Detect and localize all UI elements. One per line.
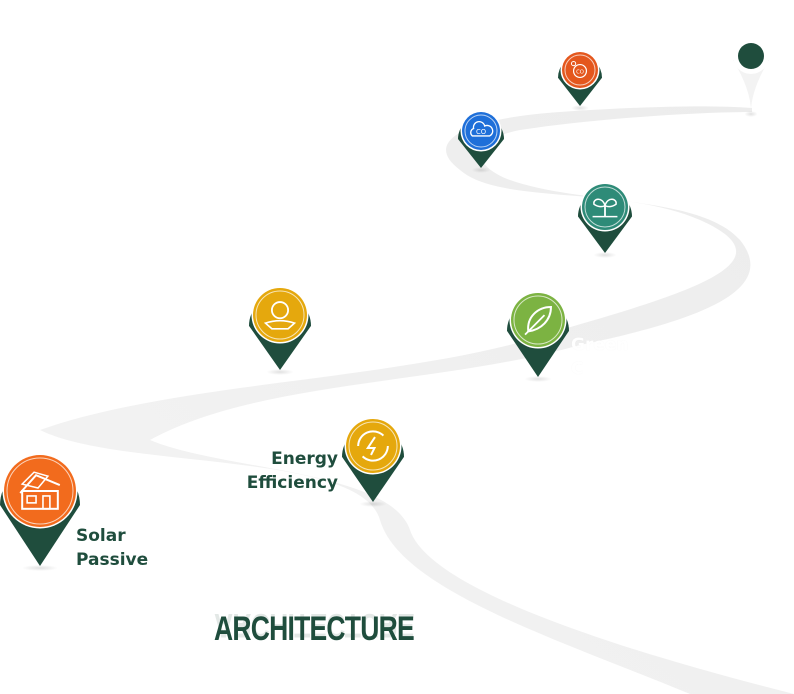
co2-cloud-icon: CO	[470, 120, 494, 137]
pin-energy[interactable]	[342, 417, 404, 508]
pin-end[interactable]	[733, 38, 769, 117]
label-solar-passive: Solar Passive	[76, 526, 149, 570]
road	[40, 106, 794, 694]
pin-finance[interactable]	[249, 286, 311, 376]
house-solar-icon	[19, 471, 61, 510]
svg-text:CO: CO	[576, 70, 584, 76]
leaf-icon	[524, 306, 552, 336]
rupee-hand-icon	[263, 301, 297, 330]
pin-green[interactable]	[507, 291, 569, 383]
title-reflection: ARCHITECTURE	[214, 606, 414, 644]
pin-carbon[interactable]: CO	[558, 50, 602, 112]
end-pin-icon	[738, 43, 764, 69]
energy-cycle-icon	[357, 430, 389, 462]
pin-solar[interactable]	[0, 453, 80, 572]
co2-bubble-icon: CO	[570, 60, 588, 79]
seedling-icon	[592, 198, 618, 218]
pin-co2[interactable]: CO	[458, 110, 504, 174]
pin-plant[interactable]	[578, 182, 632, 259]
label-energy-efficiency: Energy Efficiency	[246, 449, 338, 493]
label-green: Green C	[571, 335, 629, 379]
svg-text:CO: CO	[476, 128, 486, 136]
